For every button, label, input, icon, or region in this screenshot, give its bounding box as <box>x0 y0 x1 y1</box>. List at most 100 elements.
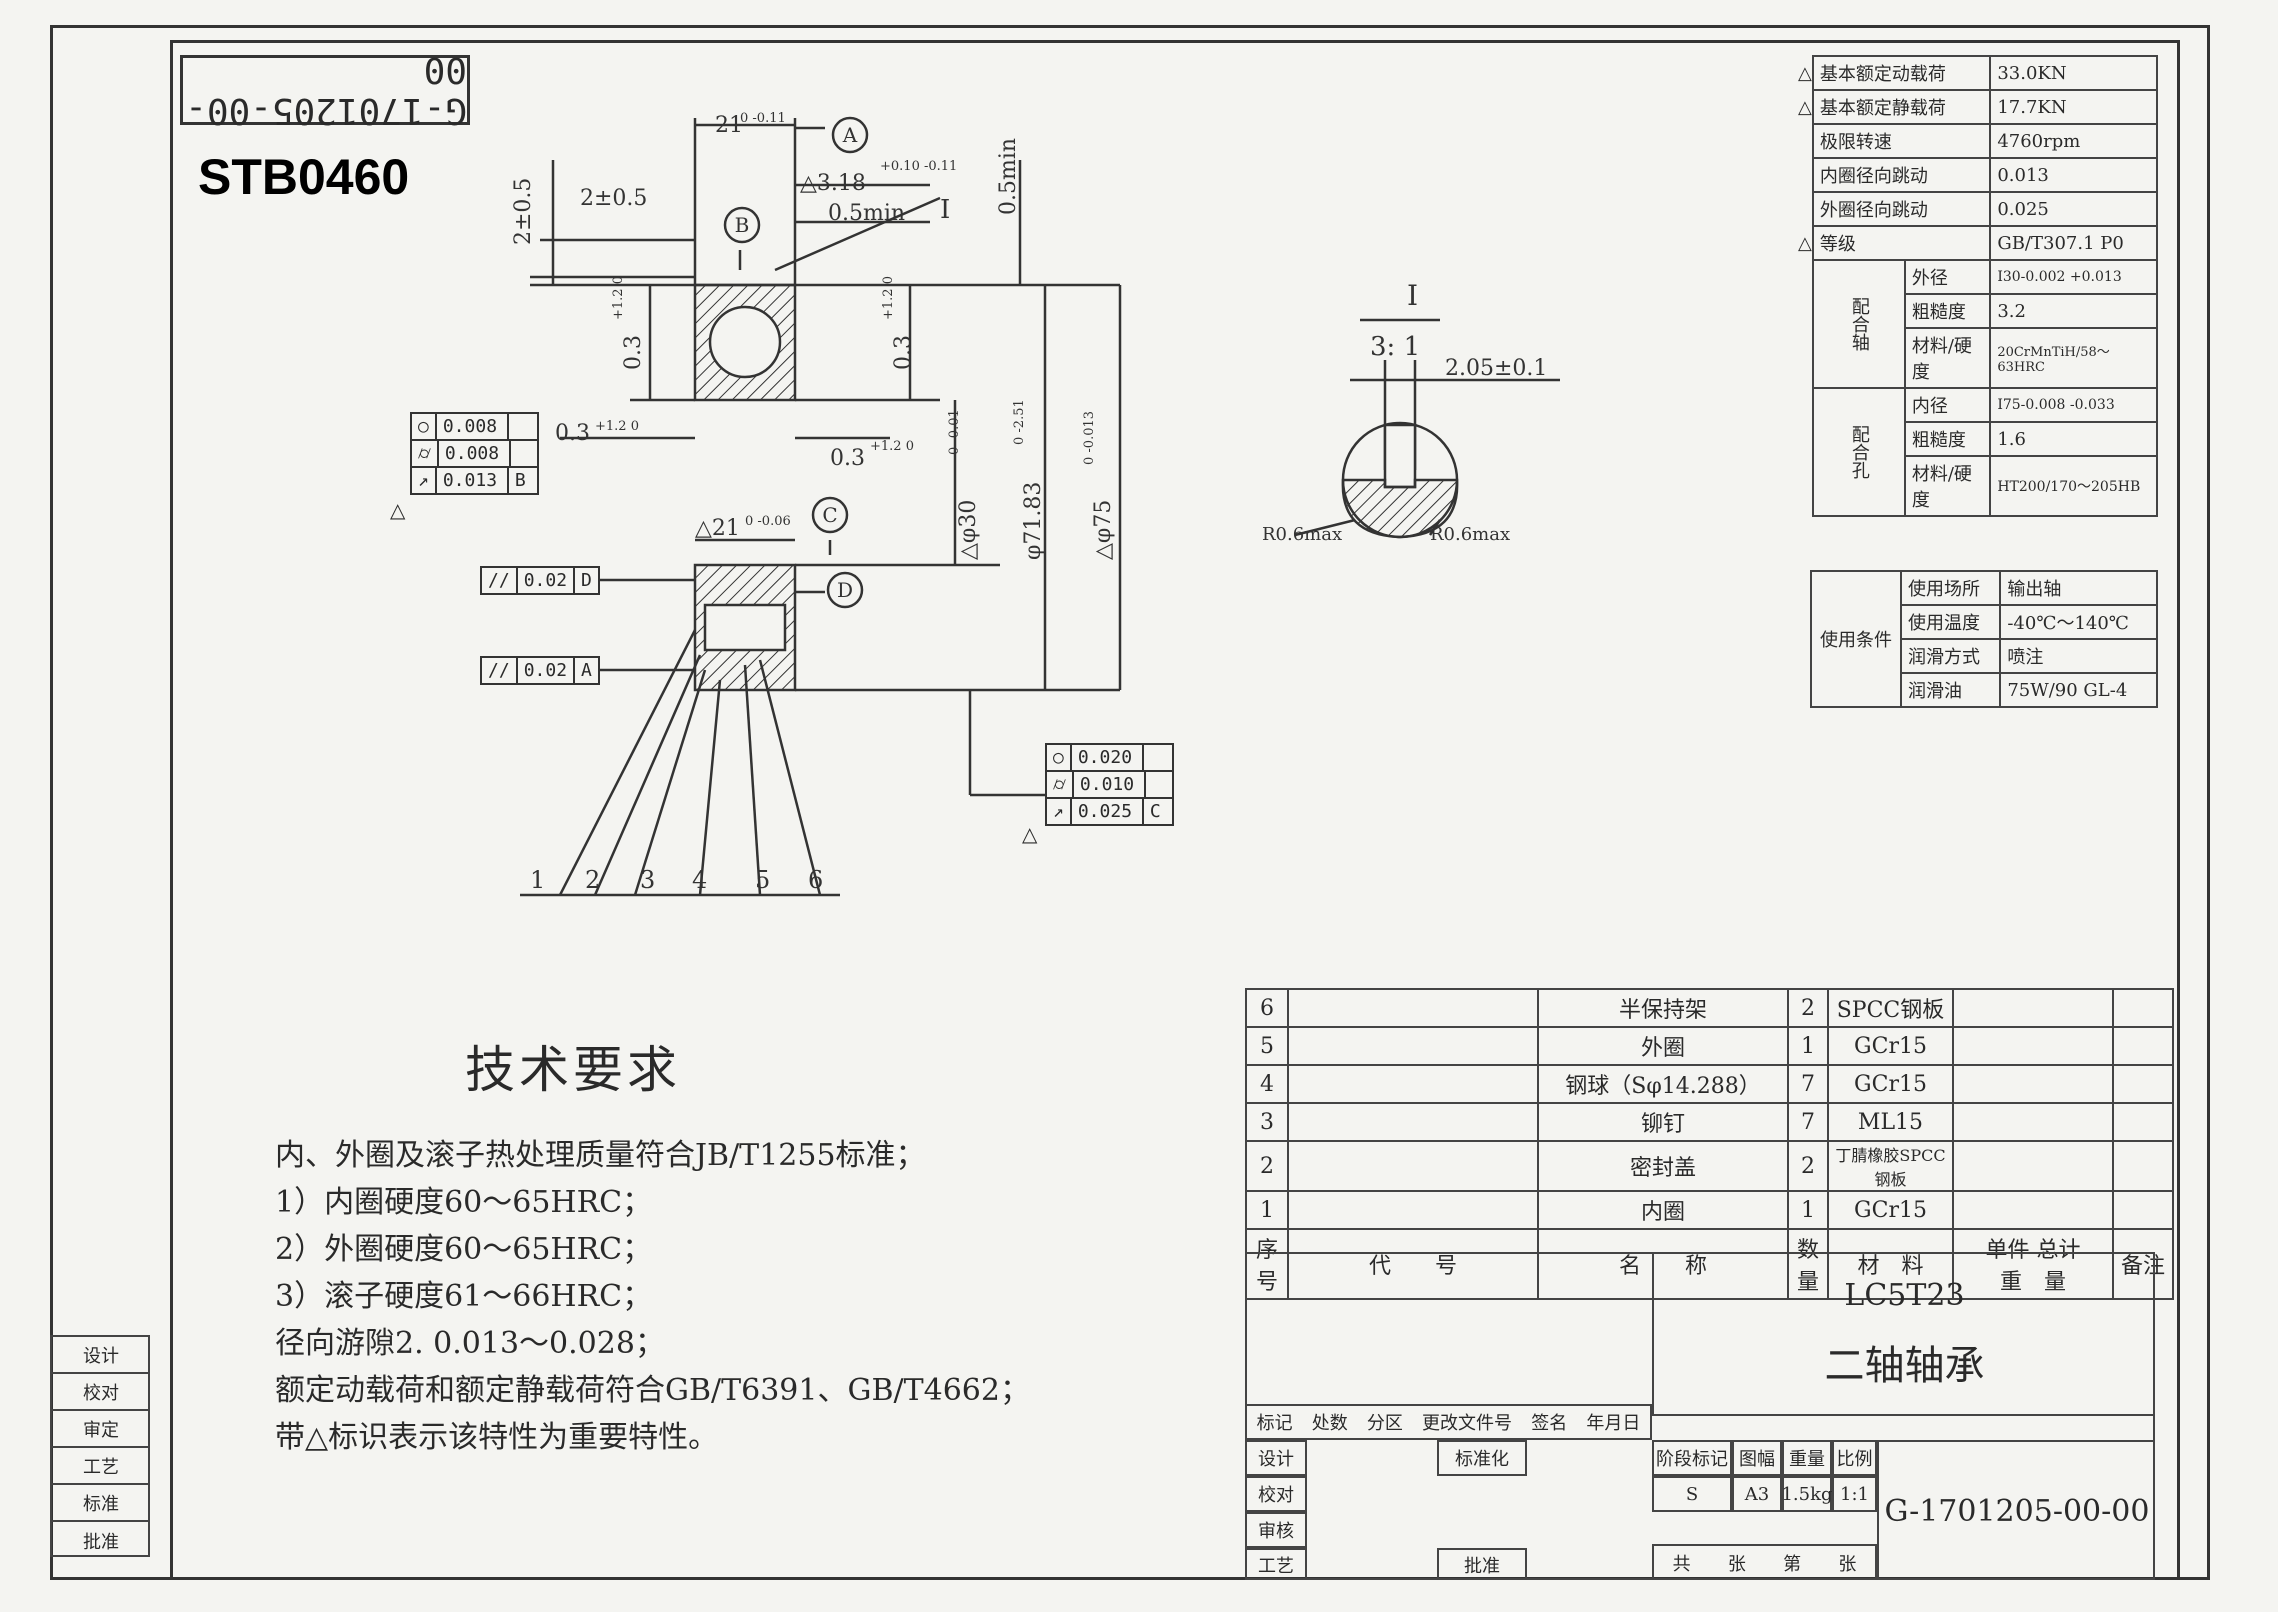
dim-width-top-tol: 0 -0.11 <box>740 111 786 126</box>
requirement-line: 径向游隙2. 0.013～0.028； <box>275 1326 665 1361</box>
dim-bore-tol: 0 -0.01 <box>947 409 962 455</box>
requirement-line: 带△标识表示该特性为重要特性。 <box>275 1420 719 1455</box>
inner-frame <box>170 40 2180 1580</box>
leader-i: I <box>940 195 950 225</box>
dim-chamfer-left-tol: +1.2 0 <box>611 276 626 320</box>
requirement-line: 2）外圈硬度60～65HRC； <box>275 1232 653 1267</box>
dim-step: △3.18 <box>800 171 866 196</box>
stage-header: 阶段标记 <box>1652 1440 1732 1476</box>
role-design: 设计 <box>1247 1440 1307 1476</box>
dim-right-min: 0.5min <box>996 138 1021 215</box>
dim-side: 2±0.5 <box>580 186 647 211</box>
bom-header: 序号代 号名 称数量材 料单件 总计重 量备注 <box>1245 1228 2174 1300</box>
important-mark: △ <box>390 498 406 522</box>
dim-chamfer-ll: 0.3 <box>555 421 590 446</box>
detail-scale: 3: 1 <box>1370 332 1420 362</box>
part-code: LC5T23 <box>1844 1277 1965 1313</box>
dim-width-mid-tol: 0 -0.06 <box>745 514 791 529</box>
dim-chamfer-lr-tol: +1.2 0 <box>870 439 914 454</box>
dim-chamfer-right: 0.3 <box>891 335 916 370</box>
standardization: 标准化 <box>1437 1440 1527 1476</box>
balloon-5: 5 <box>755 866 770 894</box>
detail-r-left: R0.6max <box>1262 524 1342 545</box>
dim-od-tol: 0 -0.013 <box>1082 411 1097 465</box>
stage-value: 1:1 <box>1832 1476 1877 1512</box>
title-area: LC5T23 二轴轴承 <box>1652 1254 2155 1416</box>
usage-row: 润滑方式喷注 <box>1798 638 2158 674</box>
strip-cell: 标准 <box>52 1485 150 1522</box>
detail-width: 2.05±0.1 <box>1445 356 1547 381</box>
dim-d-mid: φ71.83 <box>1021 482 1046 560</box>
datum-c: C <box>822 503 837 527</box>
dim-top-side: 2±0.5 <box>511 178 536 245</box>
balloon-4: 4 <box>692 866 707 894</box>
strip-cell: 校对 <box>52 1374 150 1411</box>
fcf-row: ⌭0.008 <box>410 441 539 468</box>
balloon-6: 6 <box>808 866 823 894</box>
approval: 批准 <box>1437 1548 1527 1580</box>
sheet-count: 共张第张 <box>1652 1544 1877 1580</box>
important-mark: △ <box>1022 822 1038 846</box>
stage-value: 1.5kg <box>1781 1476 1833 1512</box>
stage-header: 图幅 <box>1732 1440 1782 1476</box>
role-check: 校对 <box>1247 1476 1307 1512</box>
fcf-row: ○0.008 <box>410 412 539 441</box>
dim-width-top: 21 <box>715 113 743 138</box>
role-process: 工艺 <box>1247 1548 1307 1580</box>
dim-bore: △φ30 <box>956 500 981 560</box>
dim-od: △φ75 <box>1091 500 1116 560</box>
requirements-title: 技术要求 <box>465 1041 681 1099</box>
balloon-1: 1 <box>530 866 545 894</box>
datum-a: A <box>842 123 858 147</box>
requirement-line: 3）滚子硬度61～66HRC； <box>275 1279 653 1314</box>
strip-cell: 批准 <box>83 1531 119 1553</box>
dim-chamfer-lr: 0.3 <box>830 446 865 471</box>
requirement-line: 内、外圈及滚子热处理质量符合JB/T1255标准； <box>275 1138 926 1173</box>
revision-header: 标记处数分区更改文件号签名年月日 <box>1247 1404 1652 1440</box>
stage-value: A3 <box>1732 1476 1782 1512</box>
fcf-row: ⌭0.010 <box>1045 772 1174 799</box>
dim-min-gap: 0.5min <box>828 201 905 226</box>
strip-cell: 工艺 <box>52 1448 150 1485</box>
dim-chamfer-right-tol: +1.2 0 <box>881 276 896 320</box>
left-approval-strip: 设计 校对 审定 工艺 标准 批准 <box>50 1335 150 1557</box>
dim-chamfer-left: 0.3 <box>621 335 646 370</box>
requirement-line: 1）内圈硬度60～65HRC； <box>275 1185 653 1220</box>
dim-width-mid: △21 <box>695 516 740 541</box>
detail-label: I <box>1407 279 1418 312</box>
requirement-line: 额定动载荷和额定静载荷符合GB/T6391、GB/T4662； <box>275 1373 1030 1408</box>
part-name: 二轴轴承 <box>1824 1342 1985 1389</box>
part-label: STB0460 <box>198 149 410 205</box>
role-review: 审核 <box>1247 1512 1307 1548</box>
title-block: LC5T23 二轴轴承 标记处数分区更改文件号签名年月日 设计 校对 审核 工艺… <box>1245 1252 2155 1580</box>
stage-value: S <box>1652 1476 1732 1512</box>
